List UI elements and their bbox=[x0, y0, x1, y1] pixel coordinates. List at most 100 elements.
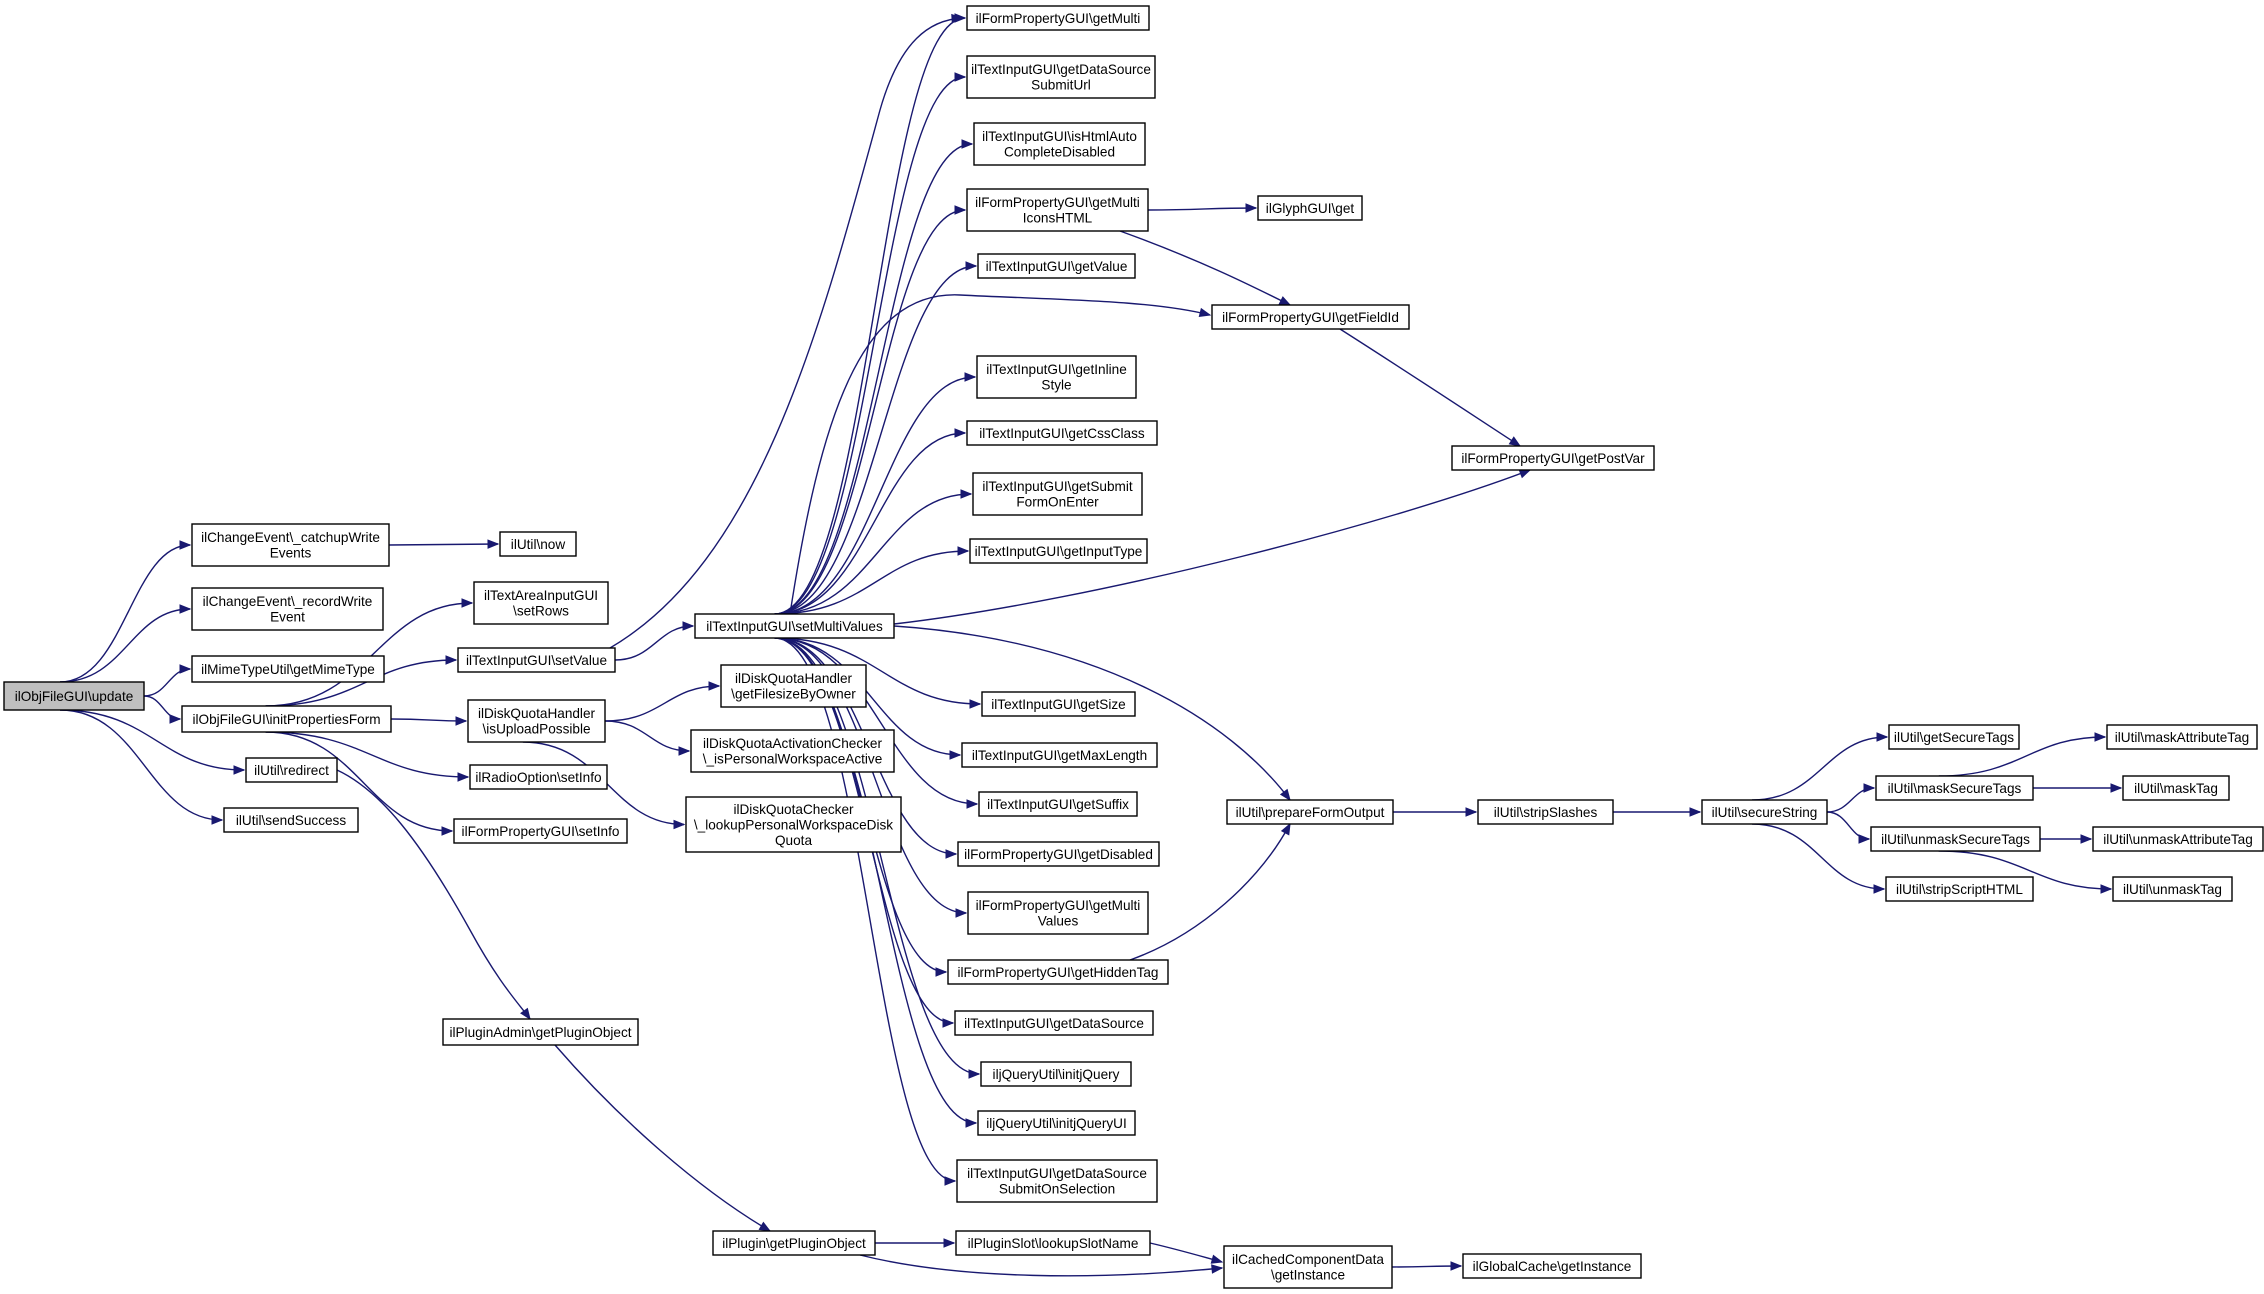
node-box-jqueryui[interactable] bbox=[977, 1110, 1136, 1136]
node-box-submitform[interactable] bbox=[972, 472, 1143, 516]
node-box-filesize[interactable] bbox=[720, 664, 867, 708]
node-box-getmulti[interactable] bbox=[966, 5, 1150, 31]
node-box-now[interactable] bbox=[499, 531, 577, 557]
node-dssel[interactable]: ilTextInputGUI\getDataSourceSubmitOnSele… bbox=[956, 1159, 1158, 1203]
node-fieldid[interactable]: ilFormPropertyGUI\getFieldId bbox=[1211, 304, 1410, 330]
node-box-catchup[interactable] bbox=[191, 523, 390, 567]
node-strip[interactable]: ilUtil\stripSlashes bbox=[1477, 799, 1614, 825]
node-box-getvalue[interactable] bbox=[977, 253, 1136, 279]
node-cached[interactable]: ilCachedComponentData\getInstance bbox=[1223, 1245, 1393, 1289]
node-initprops[interactable]: ilObjFileGUI\initPropertiesForm bbox=[181, 705, 392, 733]
node-isactive[interactable]: ilDiskQuotaActivationChecker\_isPersonal… bbox=[690, 729, 895, 773]
node-box-size[interactable] bbox=[981, 691, 1136, 717]
node-box-unmasktags[interactable] bbox=[1870, 826, 2041, 852]
node-glyph[interactable]: ilGlyphGUI\get bbox=[1257, 195, 1363, 221]
node-radioinfo[interactable]: ilRadioOption\setInfo bbox=[469, 764, 608, 790]
node-box-masktags[interactable] bbox=[1875, 775, 2034, 801]
node-box-pluginadmin[interactable] bbox=[442, 1018, 639, 1046]
node-box-stripscript[interactable] bbox=[1885, 876, 2034, 902]
node-isupload[interactable]: ilDiskQuotaHandler\isUploadPossible bbox=[467, 699, 606, 743]
node-setvalue[interactable]: ilTextInputGUI\setValue bbox=[457, 647, 616, 673]
node-box-maskattr[interactable] bbox=[2106, 724, 2258, 750]
node-box-fpsetinfo[interactable] bbox=[453, 818, 628, 844]
node-slot[interactable]: ilPluginSlot\lookupSlotName bbox=[955, 1230, 1151, 1256]
node-suffix[interactable]: ilTextInputGUI\getSuffix bbox=[978, 791, 1138, 817]
node-jqueryui[interactable]: iljQueryUtil\initjQueryUI bbox=[977, 1110, 1136, 1136]
node-inputtype[interactable]: ilTextInputGUI\getInputType bbox=[969, 538, 1148, 564]
node-box-slot[interactable] bbox=[955, 1230, 1151, 1256]
node-box-prepare[interactable] bbox=[1226, 799, 1394, 825]
node-box-multivalues[interactable] bbox=[967, 891, 1149, 935]
node-unmasktag[interactable]: ilUtil\unmaskTag bbox=[2112, 876, 2233, 902]
node-box-suffix[interactable] bbox=[978, 791, 1138, 817]
node-plugin[interactable]: ilPlugin\getPluginObject bbox=[712, 1230, 876, 1256]
node-box-htmlauto[interactable] bbox=[973, 122, 1146, 166]
node-box-record[interactable] bbox=[191, 587, 384, 631]
node-htmlauto[interactable]: ilTextInputGUI\isHtmlAutoCompleteDisable… bbox=[973, 122, 1146, 166]
node-mime[interactable]: ilMimeTypeUtil\getMimeType bbox=[191, 655, 385, 683]
node-box-masktag[interactable] bbox=[2122, 775, 2230, 801]
node-box-plugin[interactable] bbox=[712, 1230, 876, 1256]
node-pluginadmin[interactable]: ilPluginAdmin\getPluginObject bbox=[442, 1018, 639, 1046]
node-maskattr[interactable]: ilUtil\maskAttributeTag bbox=[2106, 724, 2258, 750]
node-cssclass[interactable]: ilTextInputGUI\getCssClass bbox=[966, 420, 1158, 446]
node-unmaskattr[interactable]: ilUtil\unmaskAttributeTag bbox=[2092, 826, 2264, 852]
node-box-isactive[interactable] bbox=[690, 729, 895, 773]
node-disabled[interactable]: ilFormPropertyGUI\getDisabled bbox=[957, 841, 1160, 867]
node-box-mime[interactable] bbox=[191, 655, 385, 683]
node-filesize[interactable]: ilDiskQuotaHandler\getFilesizeByOwner bbox=[720, 664, 867, 708]
node-redirect[interactable]: ilUtil\redirect bbox=[245, 757, 338, 783]
node-stripscript[interactable]: ilUtil\stripScriptHTML bbox=[1885, 876, 2034, 902]
node-box-postvar[interactable] bbox=[1451, 445, 1655, 471]
node-hiddentag[interactable]: ilFormPropertyGUI\getHiddenTag bbox=[947, 959, 1169, 985]
node-box-globalcache[interactable] bbox=[1462, 1253, 1642, 1279]
node-box-setvalue[interactable] bbox=[457, 647, 616, 673]
node-now[interactable]: ilUtil\now bbox=[499, 531, 577, 557]
node-prepare[interactable]: ilUtil\prepareFormOutput bbox=[1226, 799, 1394, 825]
node-box-sendsuccess[interactable] bbox=[223, 807, 359, 833]
node-box-setrows[interactable] bbox=[473, 581, 609, 625]
node-jquery[interactable]: iljQueryUtil\initjQuery bbox=[980, 1061, 1132, 1087]
node-datasource[interactable]: ilTextInputGUI\getDataSource bbox=[954, 1010, 1154, 1036]
node-box-datasource[interactable] bbox=[954, 1010, 1154, 1036]
node-gettags[interactable]: ilUtil\getSecureTags bbox=[1888, 724, 2020, 750]
node-masktags[interactable]: ilUtil\maskSecureTags bbox=[1875, 775, 2034, 801]
node-box-radioinfo[interactable] bbox=[469, 764, 608, 790]
node-box-update[interactable] bbox=[3, 681, 145, 711]
node-box-secure[interactable] bbox=[1701, 799, 1828, 825]
node-maxlength[interactable]: ilTextInputGUI\getMaxLength bbox=[961, 742, 1158, 768]
node-box-fieldid[interactable] bbox=[1211, 304, 1410, 330]
node-size[interactable]: ilTextInputGUI\getSize bbox=[981, 691, 1136, 717]
node-box-gettags[interactable] bbox=[1888, 724, 2020, 750]
node-box-unmasktag[interactable] bbox=[2112, 876, 2233, 902]
node-box-dsurl[interactable] bbox=[966, 55, 1156, 99]
node-postvar[interactable]: ilFormPropertyGUI\getPostVar bbox=[1451, 445, 1655, 471]
node-fpsetinfo[interactable]: ilFormPropertyGUI\setInfo bbox=[453, 818, 628, 844]
node-masktag[interactable]: ilUtil\maskTag bbox=[2122, 775, 2230, 801]
node-secure[interactable]: ilUtil\secureString bbox=[1701, 799, 1828, 825]
node-setrows[interactable]: ilTextAreaInputGUI\setRows bbox=[473, 581, 609, 625]
node-getmulti[interactable]: ilFormPropertyGUI\getMulti bbox=[966, 5, 1150, 31]
node-box-strip[interactable] bbox=[1477, 799, 1614, 825]
node-box-maxlength[interactable] bbox=[961, 742, 1158, 768]
node-unmasktags[interactable]: ilUtil\unmaskSecureTags bbox=[1870, 826, 2041, 852]
node-globalcache[interactable]: ilGlobalCache\getInstance bbox=[1462, 1253, 1642, 1279]
node-update[interactable]: ilObjFileGUI\update bbox=[3, 681, 145, 711]
node-box-setmulti[interactable] bbox=[694, 613, 895, 639]
node-box-lookupquota[interactable] bbox=[685, 796, 902, 853]
node-box-redirect[interactable] bbox=[245, 757, 338, 783]
node-lookupquota[interactable]: ilDiskQuotaChecker\_lookupPersonalWorksp… bbox=[685, 796, 902, 853]
node-sendsuccess[interactable]: ilUtil\sendSuccess bbox=[223, 807, 359, 833]
node-box-initprops[interactable] bbox=[181, 705, 392, 733]
node-box-hiddentag[interactable] bbox=[947, 959, 1169, 985]
node-box-disabled[interactable] bbox=[957, 841, 1160, 867]
node-box-dssel[interactable] bbox=[956, 1159, 1158, 1203]
node-box-inline[interactable] bbox=[976, 355, 1137, 399]
node-box-unmaskattr[interactable] bbox=[2092, 826, 2264, 852]
